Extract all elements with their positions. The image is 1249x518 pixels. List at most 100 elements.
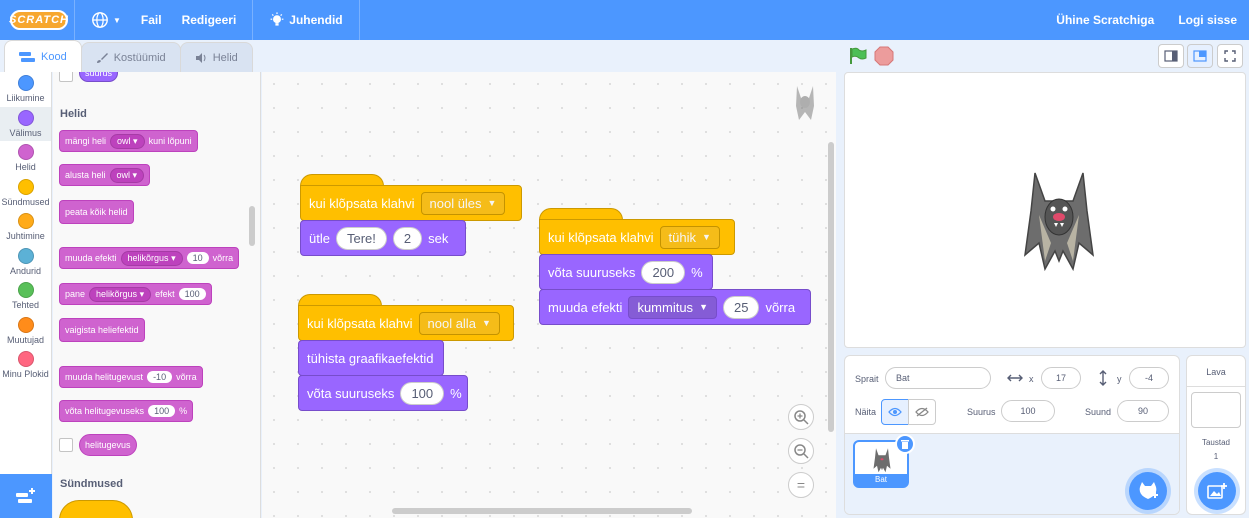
zoom-out-button[interactable]: [788, 438, 814, 464]
block-text: %: [450, 385, 462, 401]
workspace-horizontal-scrollbar[interactable]: [392, 508, 692, 514]
block-text: sek: [428, 230, 449, 246]
choose-backdrop-button[interactable]: [1198, 472, 1236, 510]
join-scratch-button[interactable]: Ühine Scratchiga: [1056, 13, 1155, 27]
file-menu[interactable]: Fail: [140, 13, 162, 27]
code-workspace[interactable]: kui klõpsata klahvi nool üles▼ ütle Tere…: [262, 72, 836, 518]
language-menu[interactable]: ▼: [81, 0, 131, 40]
direction-input[interactable]: 90: [1117, 400, 1169, 422]
brush-icon: [96, 52, 108, 63]
category-variables[interactable]: Muutujad: [0, 314, 51, 349]
input-value: 90: [1137, 406, 1148, 416]
category-my-blocks[interactable]: Minu Plokid: [0, 348, 51, 383]
reporter-checkbox[interactable]: [59, 72, 73, 82]
key-dropdown[interactable]: nool alla▼: [418, 311, 500, 335]
effect-dropdown[interactable]: helikõrgus ▾: [89, 286, 152, 302]
sprite-name-input[interactable]: Bat: [885, 367, 991, 389]
category-sensing[interactable]: Andurid: [0, 245, 51, 280]
when-key-pressed-block[interactable]: kui klõpsata klahvi tühik▼: [539, 219, 735, 255]
x-position-input[interactable]: 17: [1041, 367, 1081, 389]
size-input[interactable]: 100: [1001, 400, 1055, 422]
fullscreen-button[interactable]: [1217, 44, 1243, 68]
size-input[interactable]: 200: [641, 260, 686, 284]
sprite-thumbnail-bat[interactable]: Bat: [853, 434, 915, 488]
stop-all-sounds-block[interactable]: peata kõik helid: [59, 200, 134, 224]
effect-value-input[interactable]: 100: [178, 288, 206, 300]
message-input[interactable]: Tere!: [335, 226, 387, 250]
change-volume-block[interactable]: muuda helitugevust -10 võrra: [59, 366, 203, 388]
scratch-logo[interactable]: SCRATCH: [9, 10, 68, 30]
tab-sounds[interactable]: Helid: [179, 42, 253, 72]
sprite-list: Bat: [845, 434, 1179, 514]
equals-icon: =: [796, 477, 806, 493]
play-sound-until-done-block[interactable]: mängi heli owl ▾ kuni lõpuni: [59, 130, 198, 152]
stop-icon[interactable]: [874, 46, 894, 66]
effect-amount-input[interactable]: 25: [722, 295, 760, 319]
events-dot-icon: [17, 178, 34, 195]
seconds-input[interactable]: 2: [392, 226, 423, 250]
small-stage-button[interactable]: [1158, 44, 1184, 68]
zoom-in-button[interactable]: [788, 404, 814, 430]
volume-reporter-block[interactable]: helitugevus: [79, 434, 137, 456]
block-text: muuda helitugevust: [65, 372, 144, 382]
change-sound-effect-block[interactable]: muuda efekti helikõrgus ▾ 10 võrra: [59, 247, 240, 269]
green-flag-icon[interactable]: [848, 46, 868, 66]
set-size-block[interactable]: võta suuruseks 100 %: [298, 375, 468, 411]
block-text: võrra: [176, 372, 197, 382]
volume-checkbox[interactable]: [59, 438, 73, 452]
bat-sprite[interactable]: [1023, 165, 1095, 275]
zoom-reset-button[interactable]: =: [788, 472, 814, 498]
delete-sprite-button[interactable]: [895, 434, 915, 454]
clear-graphic-effects-block[interactable]: tühista graafikaefektid: [298, 340, 444, 376]
sound-dropdown[interactable]: owl ▾: [109, 167, 145, 183]
backdrop-thumbnail[interactable]: [1191, 392, 1241, 428]
key-dropdown[interactable]: tühik▼: [659, 225, 720, 249]
y-position-input[interactable]: -4: [1129, 367, 1169, 389]
choose-sprite-button[interactable]: [1129, 472, 1167, 510]
stage-selector[interactable]: Lava Taustad 1: [1186, 355, 1246, 515]
effect-amount-input[interactable]: 10: [186, 252, 209, 264]
category-control[interactable]: Juhtimine: [0, 210, 51, 245]
tutorials-button[interactable]: Juhendid: [259, 0, 352, 40]
workspace-vertical-scrollbar[interactable]: [828, 142, 834, 432]
key-dropdown[interactable]: nool üles▼: [420, 191, 506, 215]
normal-stage-button[interactable]: [1187, 44, 1213, 68]
size-input[interactable]: 100: [400, 381, 445, 405]
tab-label: Helid: [212, 51, 238, 64]
set-size-block[interactable]: võta suuruseks 200 %: [539, 254, 713, 290]
volume-change-input[interactable]: -10: [147, 371, 173, 383]
edit-menu[interactable]: Redigeeri: [181, 13, 237, 27]
caret-down-icon: ▼: [113, 15, 121, 25]
dropdown-value: owl: [117, 135, 131, 146]
set-sound-effect-block[interactable]: pane helikõrgus ▾ efekt 100: [59, 283, 212, 305]
say-for-secs-block[interactable]: ütle Tere! 2 sek: [300, 220, 466, 256]
effect-dropdown[interactable]: kummitus▼: [628, 295, 717, 319]
start-sound-block[interactable]: alusta heli owl ▾: [59, 164, 151, 186]
category-operators[interactable]: Tehted: [0, 279, 51, 314]
category-motion[interactable]: Liikumine: [0, 72, 51, 107]
volume-value-input[interactable]: 100: [148, 405, 176, 417]
category-looks[interactable]: Välimus: [0, 106, 51, 141]
when-key-pressed-block[interactable]: kui klõpsata klahvi nool üles▼: [300, 185, 522, 221]
sound-dropdown[interactable]: owl ▾: [110, 133, 145, 149]
sign-in-button[interactable]: Logi sisse: [1178, 13, 1237, 27]
stage-pane-divider: [1187, 386, 1245, 387]
show-sprite-toggle[interactable]: [881, 399, 909, 425]
hide-sprite-toggle[interactable]: [908, 399, 936, 425]
when-key-pressed-block[interactable]: kui klõpsata klahvi nool alla▼: [298, 305, 514, 341]
palette-scrollbar[interactable]: [249, 206, 255, 246]
category-sound[interactable]: Helid: [0, 141, 51, 176]
add-extension-button[interactable]: [0, 474, 52, 518]
sprite-info: Sprait Bat x 17 y -4 Näita Suurus 100 Su…: [845, 356, 1179, 434]
size-reporter-block[interactable]: suurus: [79, 72, 119, 82]
tab-costumes[interactable]: Kostüümid: [80, 42, 181, 72]
category-events[interactable]: Sündmused: [0, 176, 51, 211]
set-volume-block[interactable]: võta helitugevuseks 100 %: [59, 400, 194, 422]
stage-canvas[interactable]: [844, 72, 1246, 348]
change-effect-block[interactable]: muuda efekti kummitus▼ 25 võrra: [539, 289, 811, 325]
event-hat-block-preview[interactable]: [59, 500, 133, 518]
tab-code[interactable]: Kood: [4, 40, 82, 72]
effect-dropdown[interactable]: helikõrgus ▾: [120, 250, 183, 266]
block-text: %: [179, 406, 188, 416]
clear-sound-effects-block[interactable]: vaigista heliefektid: [59, 318, 145, 342]
